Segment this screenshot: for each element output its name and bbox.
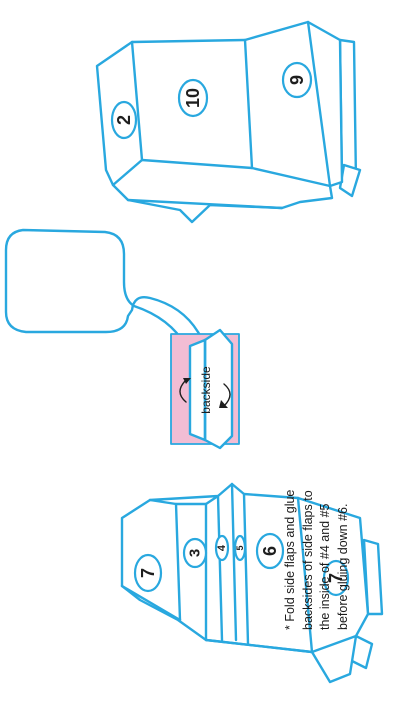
top-box-label-1: 2	[114, 115, 134, 125]
bottom-box-label-2: 3	[187, 549, 204, 557]
backside-label: backside	[199, 366, 213, 414]
instruction-note: * Fold side flaps and glue backsides of …	[282, 350, 352, 630]
instruction-line: * Fold side flaps and glue	[283, 489, 297, 630]
bottom-box-label-3: 4	[216, 544, 228, 551]
top-box-label-2: 10	[183, 88, 203, 108]
speech-bubble-piece	[4, 228, 227, 382]
instruction-line: before gluing down #6.	[335, 503, 350, 630]
top-box-piece	[95, 20, 362, 224]
flap-detail	[170, 328, 240, 450]
bottom-box-label-1: 7	[138, 568, 158, 578]
bottom-box-label-4: 5	[235, 545, 245, 550]
bottom-box-label-5: 6	[260, 546, 280, 556]
instruction-line: backsides of side flaps to	[300, 490, 315, 630]
bottom-box-piece	[120, 482, 384, 684]
number-circles	[110, 61, 350, 597]
instruction-line: the inside of #4 and #5	[318, 503, 332, 631]
bottom-box-label-6: 7	[326, 573, 346, 583]
top-box-label-3: 9	[287, 75, 307, 85]
